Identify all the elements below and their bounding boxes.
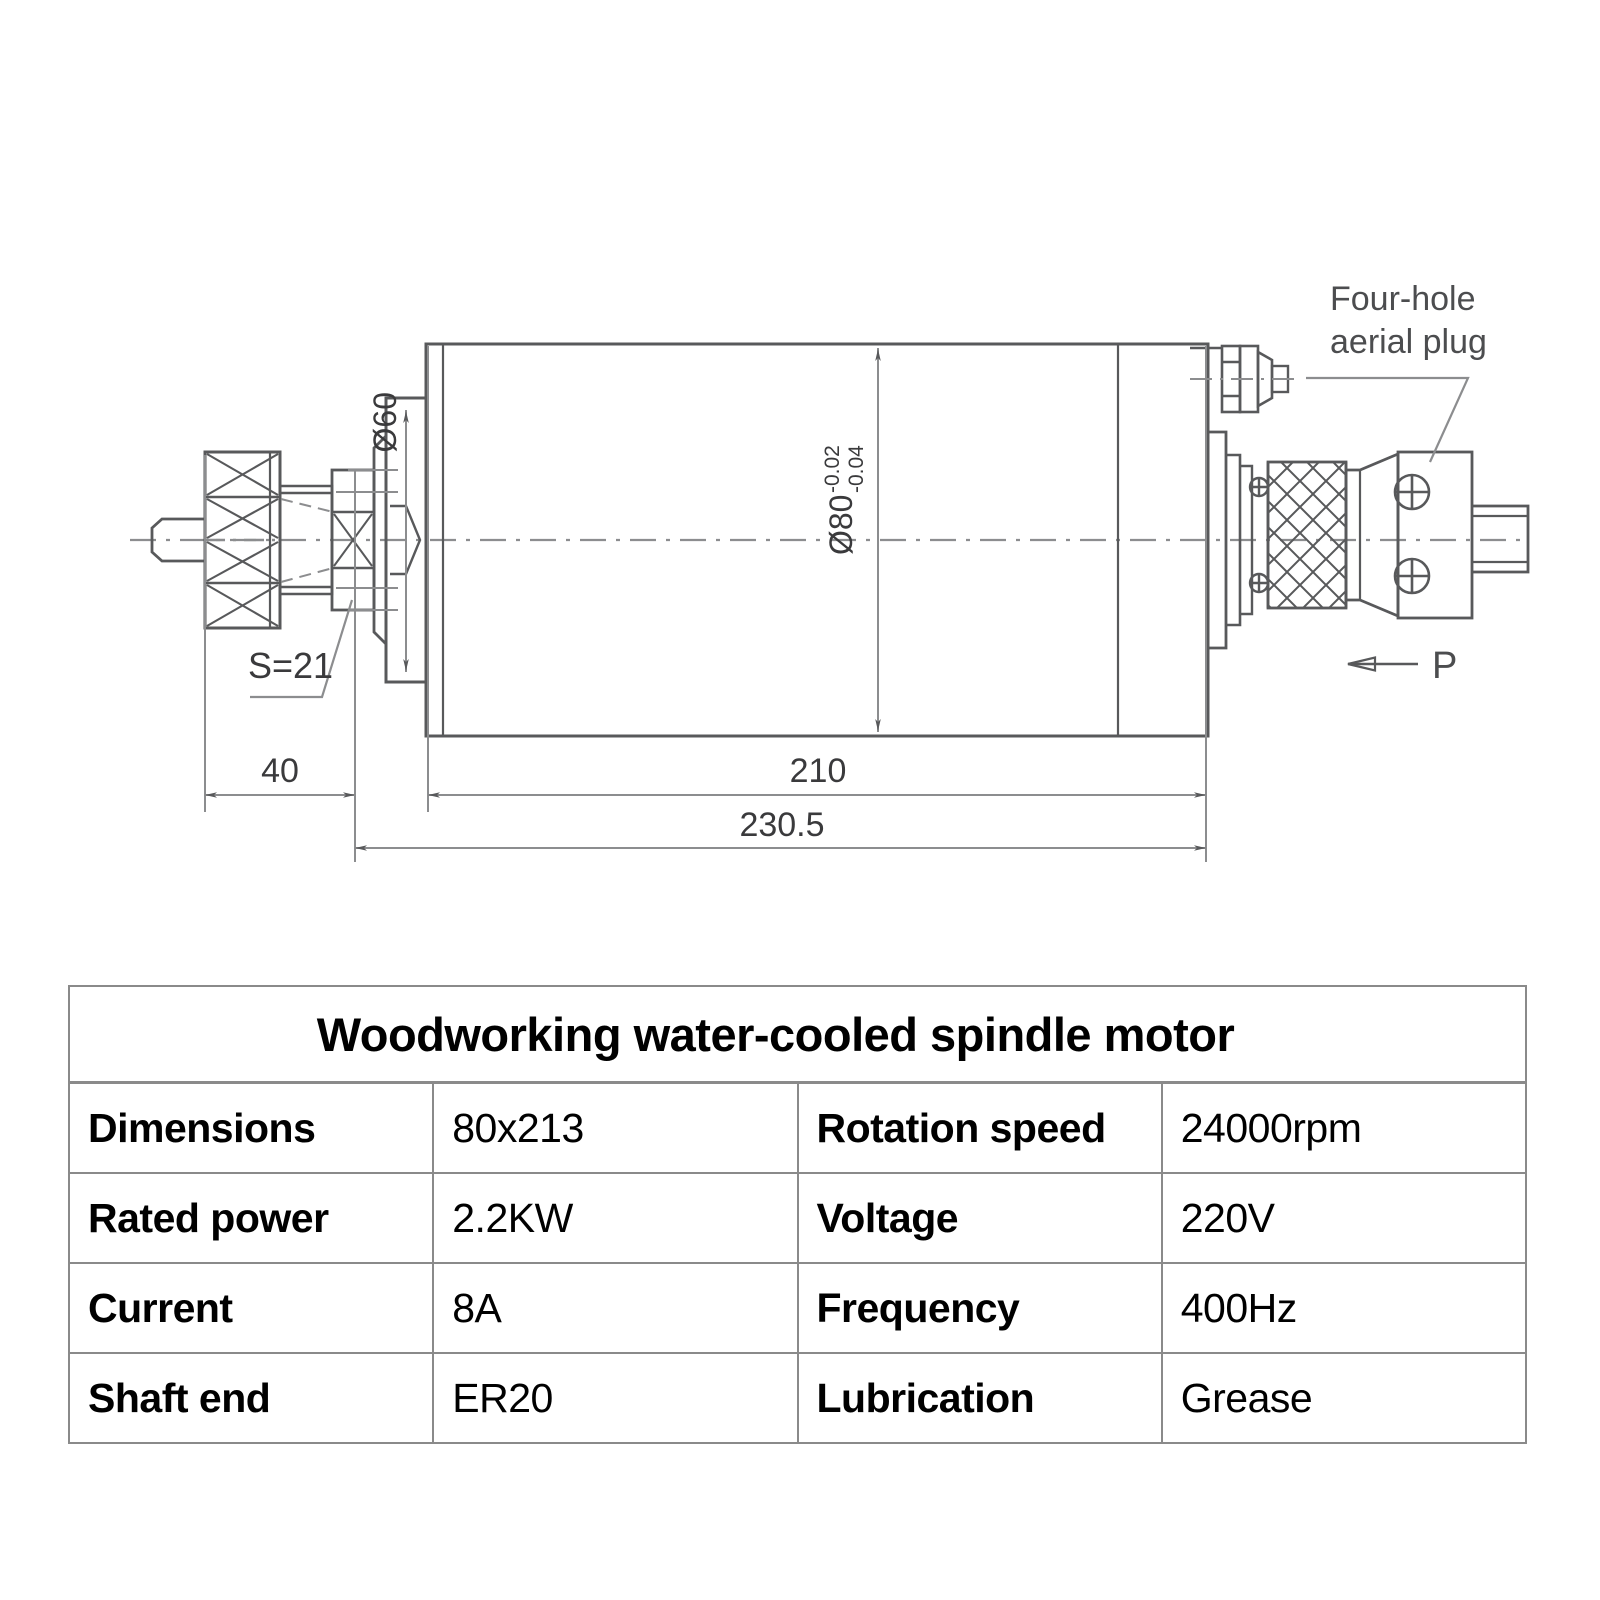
specification-table: Woodworking water-cooled spindle motor D… xyxy=(67,985,1528,1444)
row-label-shaft-end: Shaft end xyxy=(67,1352,435,1444)
annotation-pressure-p: P xyxy=(1432,645,1457,687)
dim-210 xyxy=(427,346,1207,812)
row-value-rotation-speed: 24000rpm xyxy=(1160,1081,1528,1174)
annotation-dia-60: Ø60 xyxy=(367,392,403,452)
row-value-rated-power: 2.2KW xyxy=(432,1172,799,1264)
row-value-current: 8A xyxy=(432,1262,799,1354)
row-label-rotation-speed: Rotation speed xyxy=(796,1081,1163,1174)
spindle-technical-drawing: Four-hole aerial plug S=21 P Ø60 Ø80 -0.… xyxy=(130,280,1530,862)
annotation-four-hole-line1: Four-hole xyxy=(1330,280,1476,318)
table-row: Dimensions 80x213 Rotation speed 24000rp… xyxy=(67,1081,1528,1174)
annotation-four-hole-line2: aerial plug xyxy=(1330,323,1487,361)
annotation-dia-80-tol-upper: -0.02 xyxy=(821,445,844,493)
row-label-lubrication: Lubrication xyxy=(796,1352,1163,1444)
row-value-dimensions: 80x213 xyxy=(432,1081,799,1174)
wrench-flat-leader xyxy=(250,599,354,699)
table-row: Current 8A Frequency 400Hz xyxy=(67,1262,1528,1354)
collet-nut xyxy=(203,450,282,630)
row-value-shaft-end: ER20 xyxy=(432,1352,799,1444)
row-label-dimensions: Dimensions xyxy=(67,1081,435,1174)
specification-table-body: Woodworking water-cooled spindle motor D… xyxy=(67,985,1528,1444)
row-value-voltage: 220V xyxy=(1160,1172,1528,1264)
table-title-row: Woodworking water-cooled spindle motor xyxy=(68,985,1527,1084)
dim-label-210: 210 xyxy=(790,752,847,790)
annotation-wrench-flat: S=21 xyxy=(248,645,333,686)
water-cooling-fitting xyxy=(1190,344,1296,414)
row-label-rated-power: Rated power xyxy=(67,1172,435,1264)
dim-230-5 xyxy=(354,795,1207,862)
aerial-plug-leader xyxy=(1306,376,1470,463)
table-title-text: Woodworking water-cooled spindle motor xyxy=(316,1007,1235,1061)
row-value-lubrication: Grease xyxy=(1160,1352,1528,1444)
annotation-dia-80: Ø80 xyxy=(823,495,859,555)
row-label-voltage: Voltage xyxy=(796,1172,1163,1264)
table-row: Shaft end ER20 Lubrication Grease xyxy=(67,1352,1528,1444)
dim-label-40: 40 xyxy=(261,752,299,790)
table-title-cell: Woodworking water-cooled spindle motor xyxy=(68,985,1527,1084)
dim-label-230-5: 230.5 xyxy=(739,806,824,844)
table-row: Rated power 2.2KW Voltage 220V xyxy=(67,1172,1528,1264)
row-label-frequency: Frequency xyxy=(796,1262,1163,1354)
rear-end-cap xyxy=(1206,344,1254,736)
row-value-frequency: 400Hz xyxy=(1160,1262,1528,1354)
row-label-current: Current xyxy=(67,1262,435,1354)
annotation-dia-80-tol-lower: -0.04 xyxy=(845,445,868,493)
aerial-plug-connector xyxy=(1248,450,1530,620)
